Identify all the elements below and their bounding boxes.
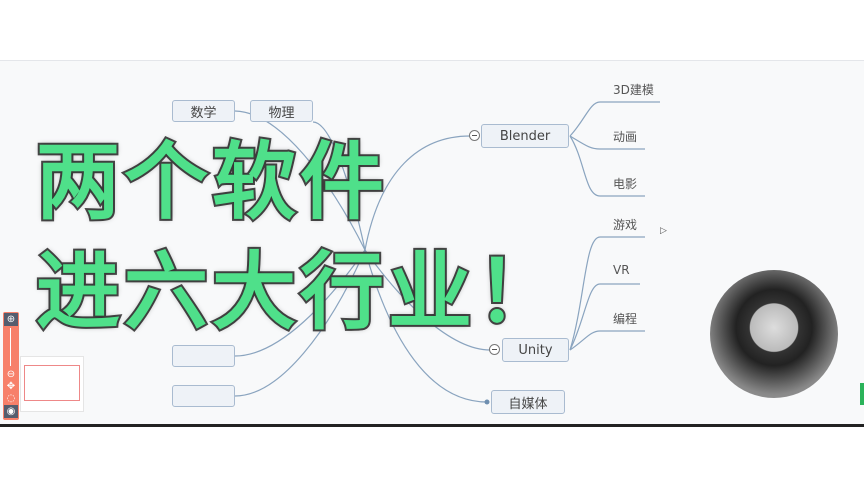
left-node-3[interactable] [172, 345, 235, 367]
zoom-control-bar: ⊕ ⊖ ✥ ◌ ◉ [3, 312, 19, 420]
collapse-blender-icon[interactable] [469, 130, 480, 141]
zoom-out-icon[interactable]: ⊖ [6, 369, 16, 380]
zoom-in-icon[interactable]: ⊕ [4, 313, 18, 326]
overlay-title-line2: 进六大行业！ [34, 243, 565, 341]
connector-blender [364, 135, 471, 251]
bottom-divider [0, 424, 864, 427]
connector-unity [364, 249, 491, 351]
branch-blender[interactable]: Blender [481, 124, 569, 148]
leaf-line-2 [569, 135, 645, 150]
left-node-math[interactable]: 数学 [172, 100, 235, 122]
connector-media [364, 249, 488, 403]
zoom-slider[interactable] [10, 328, 11, 366]
left-node-physics[interactable]: 物理 [250, 100, 313, 122]
top-toolbar [0, 0, 864, 61]
minimap-viewport[interactable] [24, 365, 80, 401]
connector-left-2 [312, 121, 366, 251]
connector-left-3 [234, 249, 366, 357]
leaf-line-5 [569, 283, 640, 351]
webcam-overlay [710, 270, 838, 398]
leaf-line-4 [569, 236, 645, 351]
side-tab[interactable] [860, 383, 864, 405]
connector-left-4 [234, 249, 366, 397]
overlay-title-line1: 两个软件 [34, 133, 389, 231]
leaf-line-3 [569, 135, 645, 197]
leaf-animation[interactable]: 动画 [613, 130, 638, 144]
leaf-games[interactable]: 游戏 [613, 218, 638, 232]
mouse-cursor-icon: ▷ [660, 226, 667, 236]
leaf-line-6 [569, 330, 645, 351]
leaf-programming[interactable]: 编程 [613, 312, 638, 326]
leaf-vr[interactable]: VR [613, 263, 630, 277]
leaf-3d-modeling[interactable]: 3D建模 [613, 83, 654, 97]
left-node-4[interactable] [172, 385, 235, 407]
branch-unity[interactable]: Unity [502, 338, 569, 362]
move-icon[interactable]: ✥ [6, 381, 16, 392]
fit-icon[interactable]: ◌ [6, 393, 16, 404]
collapse-unity-icon[interactable] [489, 344, 500, 355]
preview-eye-icon[interactable]: ◉ [4, 405, 18, 418]
branch-media[interactable]: 自媒体 [491, 390, 565, 414]
minimap[interactable] [20, 356, 84, 412]
leaf-line-1 [569, 101, 660, 137]
leaf-film[interactable]: 电影 [613, 177, 638, 191]
branch-dot [484, 399, 490, 405]
